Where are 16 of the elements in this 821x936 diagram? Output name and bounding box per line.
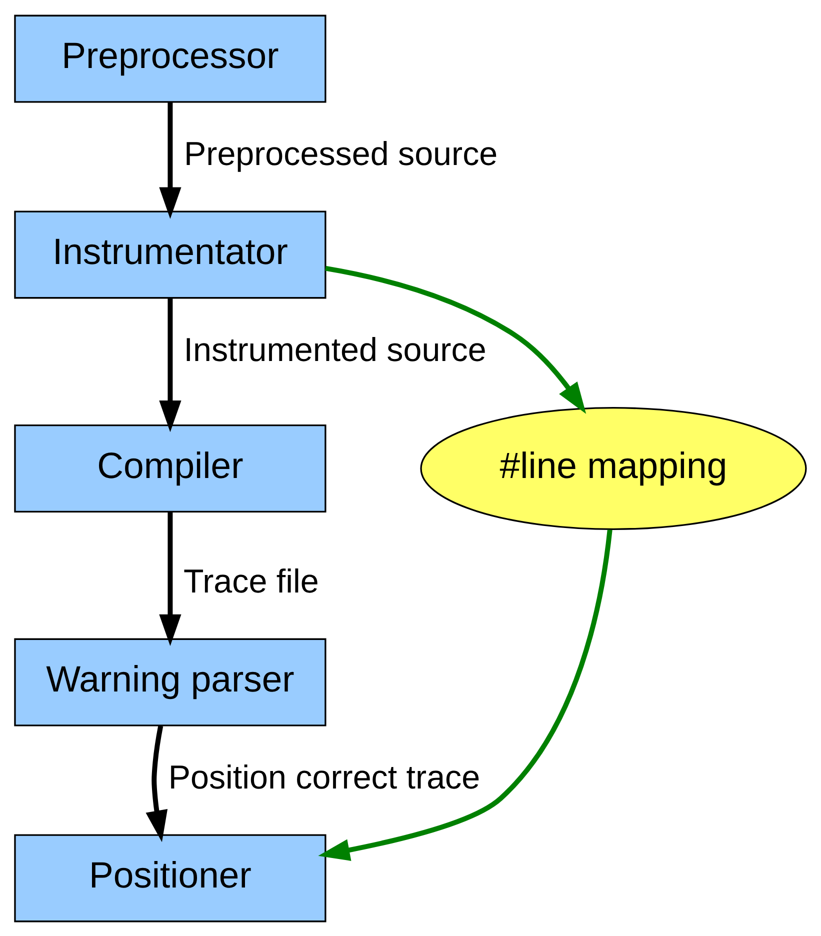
node-box: Positioner: [14, 834, 326, 922]
node-box: Preprocessor: [14, 14, 326, 102]
arrow: [159, 511, 182, 646]
arrow: [159, 297, 182, 432]
edge-label: Preprocessed source: [184, 136, 498, 173]
node-box: Compiler: [14, 424, 326, 512]
node-box: Warning parser: [14, 638, 326, 726]
node-box: Instrumentator: [14, 210, 326, 298]
node-ellipse: #line mapping: [420, 406, 807, 530]
edge-label: Trace file: [184, 563, 319, 600]
arrow: [159, 102, 182, 218]
arrow: [325, 265, 586, 414]
edge-label: Instrumented source: [184, 331, 486, 368]
edge-label: Position correct trace: [168, 759, 480, 796]
arrow: [318, 529, 612, 860]
arrow: [146, 724, 168, 842]
